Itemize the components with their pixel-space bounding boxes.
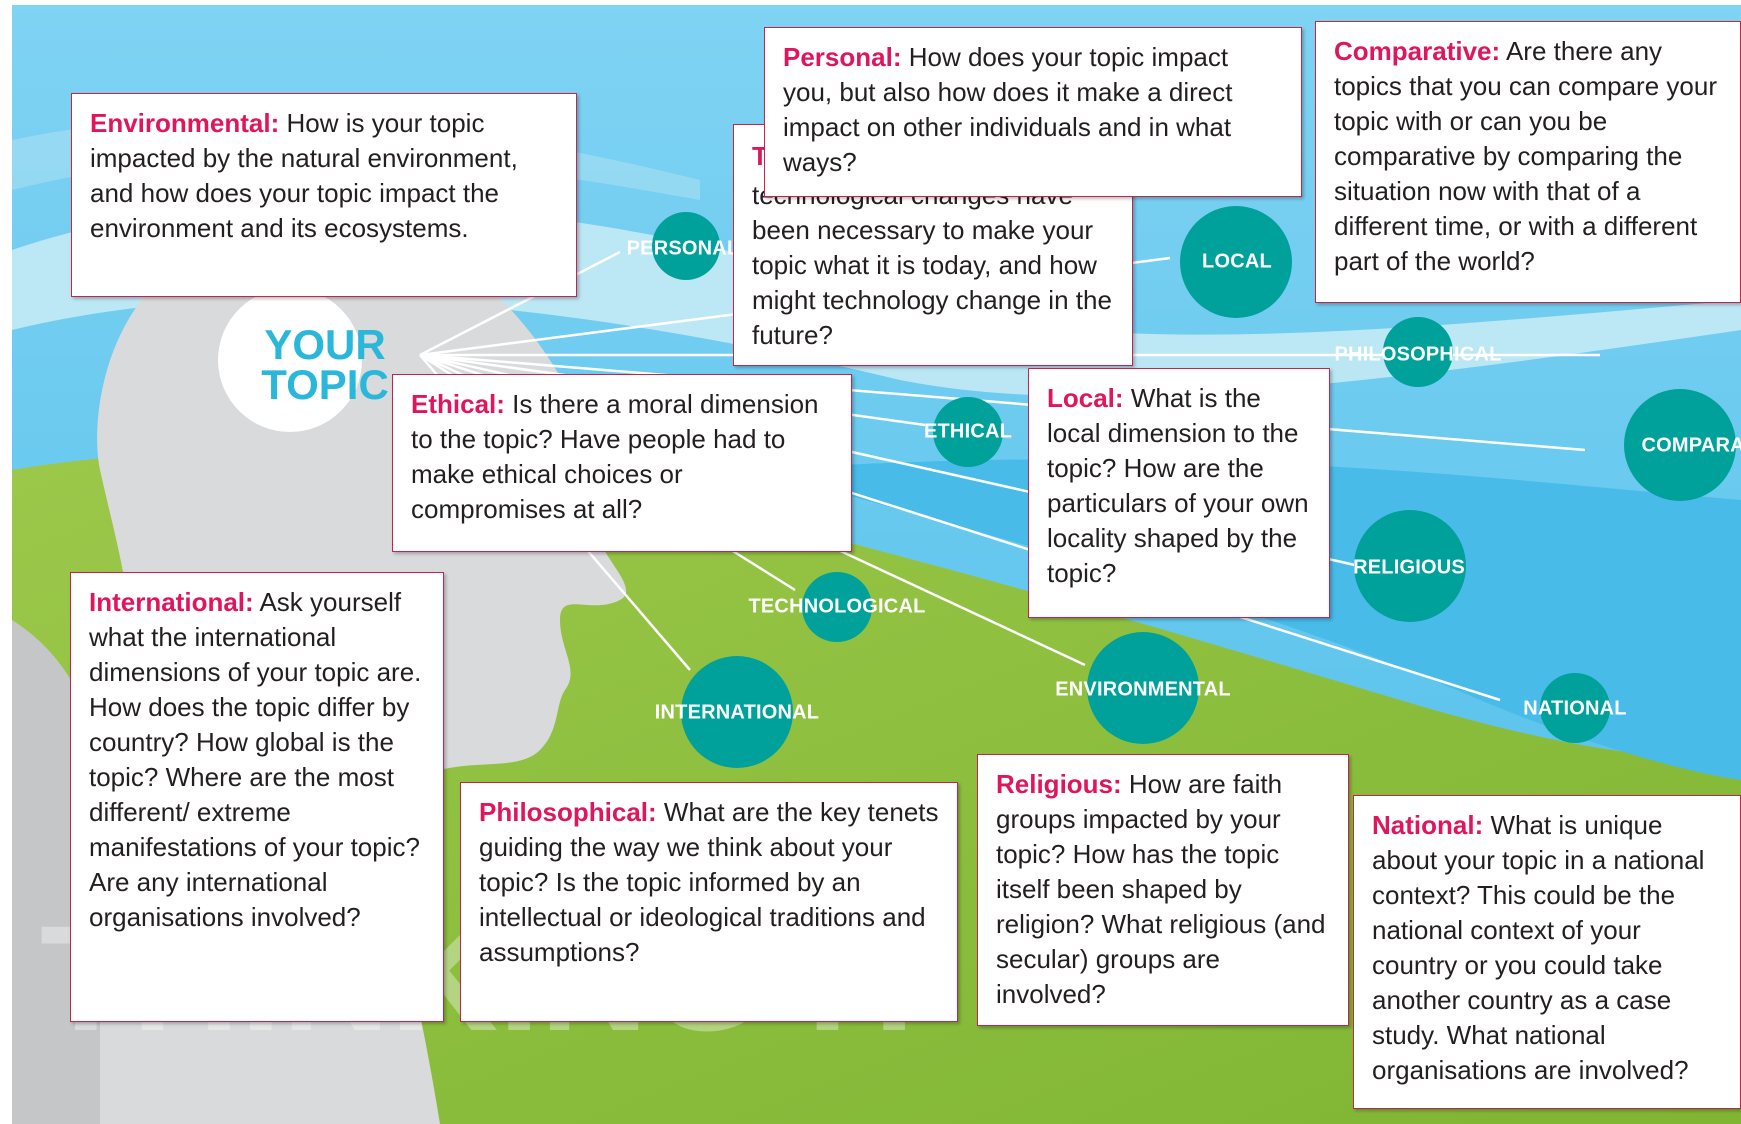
node-international-dot xyxy=(681,656,793,768)
box-technological-heading: T xyxy=(752,141,768,171)
box-environmental-text: How is your topic impacted by the natura… xyxy=(90,108,518,243)
node-international: INTERNATIONAL xyxy=(654,701,820,724)
box-environmental-heading: Environmental: xyxy=(90,108,280,138)
node-local: LOCAL xyxy=(1202,250,1272,273)
box-ethical-heading: Ethical: xyxy=(411,389,505,419)
your-topic-label: YOUR TOPIC xyxy=(261,321,389,408)
box-local: Local: What is the local dimension to th… xyxy=(1028,368,1330,618)
topic-nodes xyxy=(652,206,1736,768)
node-national-dot xyxy=(1540,673,1610,743)
node-religious-dot xyxy=(1354,510,1466,622)
box-personal-heading: Personal: xyxy=(783,42,902,72)
box-international-text: Ask yourself what the international dime… xyxy=(89,587,422,932)
box-local-heading: Local: xyxy=(1047,383,1124,413)
box-international: International: Ask yourself what the int… xyxy=(70,572,444,1022)
node-personal: PERSONAL xyxy=(626,237,740,260)
box-philosophical-text: What are the key tenets guiding the way … xyxy=(479,797,939,967)
node-technological-dot xyxy=(802,572,872,642)
node-ethical-dot xyxy=(933,397,1003,467)
your-topic-line1: YOUR xyxy=(264,321,386,368)
node-national: NATIONAL xyxy=(1523,697,1627,720)
box-philosophical-heading: Philosophical: xyxy=(479,797,657,827)
box-national-text: What is unique about your topic in a nat… xyxy=(1372,810,1705,1085)
node-environmental-dot xyxy=(1087,632,1199,744)
box-technological-text: technological changes have been necessar… xyxy=(752,180,1112,350)
box-ethical-text: Is there a moral dimension to the topic?… xyxy=(411,389,819,524)
box-personal-text: How does your topic impact you, but also… xyxy=(783,42,1233,177)
node-ethical: ETHICAL xyxy=(923,420,1013,443)
box-ethical: Ethical: Is there a moral dimension to t… xyxy=(392,374,852,552)
node-personal-dot xyxy=(652,212,720,280)
box-religious-heading: Religious: xyxy=(996,769,1122,799)
box-comparative: Comparative: Are there any topics that y… xyxy=(1315,21,1741,303)
node-comparative-dot xyxy=(1624,389,1736,501)
node-philosophical: PHILOSOPHICAL xyxy=(1334,343,1502,366)
box-comparative-heading: Comparative: xyxy=(1334,36,1501,66)
box-comparative-text: Are there any topics that you can compar… xyxy=(1334,36,1717,276)
node-philosophical-dot xyxy=(1383,317,1453,387)
node-technological: TECHNOLOGICAL xyxy=(748,595,926,618)
node-environmental: ENVIRONMENTAL xyxy=(1055,678,1231,701)
node-local-dot xyxy=(1180,206,1292,318)
box-national-heading: National: xyxy=(1372,810,1484,840)
box-philosophical: Philosophical: What are the key tenets g… xyxy=(460,782,958,1022)
box-religious: Religious: How are faith groups impacted… xyxy=(977,754,1349,1026)
box-religious-text: How are faith groups impacted by your to… xyxy=(996,769,1326,1009)
box-local-text: What is the local dimension to the topic… xyxy=(1047,383,1309,588)
box-national: National: What is unique about your topi… xyxy=(1353,795,1741,1109)
node-comparative: COMPARATIVE xyxy=(1641,434,1741,457)
node-religious: RELIGIOUS xyxy=(1353,556,1465,579)
box-personal: Personal: How does your topic impact you… xyxy=(764,27,1302,197)
your-topic-line2: TOPIC xyxy=(261,361,389,408)
your-topic-circle xyxy=(218,288,362,432)
box-environmental: Environmental: How is your topic impacte… xyxy=(71,93,577,297)
box-international-heading: International: xyxy=(89,587,254,617)
